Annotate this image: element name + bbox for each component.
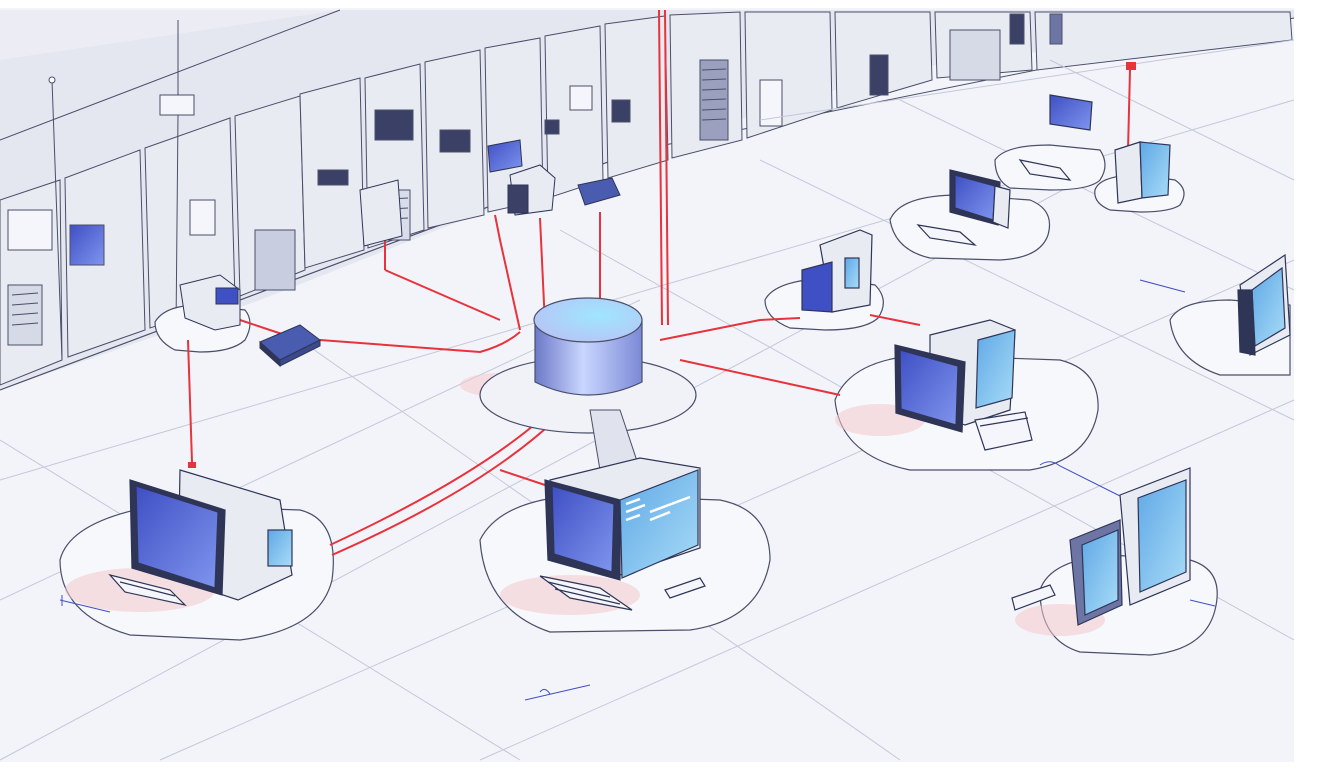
tower-right-bottom — [1011, 467, 1191, 626]
cylinder-server-icon — [533, 297, 643, 343]
desktop-computer-icon — [135, 485, 219, 589]
desktop-computer-icon — [899, 349, 959, 426]
central-server-hub — [479, 297, 697, 471]
far-monitors — [1018, 62, 1171, 204]
desktop-computer-icon — [619, 469, 699, 579]
workstation-right — [894, 319, 1033, 451]
workstation-left — [108, 462, 293, 607]
tower-mid — [801, 229, 873, 313]
floor-annotations — [59, 279, 1216, 701]
laptop-station — [916, 169, 1011, 246]
workstation-center — [539, 457, 706, 611]
small-devices — [359, 139, 621, 247]
tower-far-right — [1237, 253, 1291, 356]
network-switch — [179, 274, 321, 368]
tower-pc-icon — [1137, 479, 1187, 593]
server-rack-icon — [359, 179, 403, 247]
